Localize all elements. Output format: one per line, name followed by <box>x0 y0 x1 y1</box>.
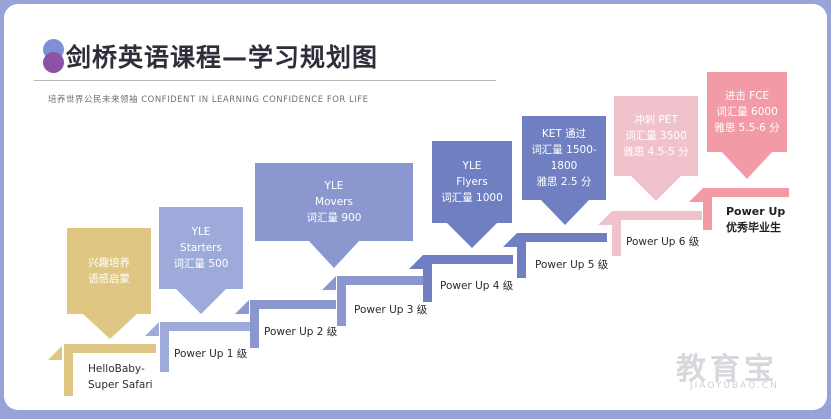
stage-box-2-line-1: YLE <box>191 226 211 238</box>
stair-riser-7 <box>612 211 621 256</box>
stage-box-2-line-3: 词汇量 500 <box>173 258 229 270</box>
final-stage-label-line-2: 优秀毕业生 <box>726 221 781 234</box>
stair-corner-1 <box>48 346 62 360</box>
stage-box-7-line-3: 雅思 5.5-6 分 <box>714 122 780 134</box>
stage-box-1: 兴趣培养 语感启蒙 <box>67 228 151 314</box>
stage-box-4-line-3: 词汇量 1000 <box>441 192 503 204</box>
stair-label-5: Power Up 4 级 <box>440 280 514 292</box>
stage-arrow-6 <box>630 175 682 201</box>
page-title: 剑桥英语课程—学习规划图 <box>66 43 379 72</box>
stage-box-6-line-1: 冲刺 PET <box>634 114 678 126</box>
stair-tread-1 <box>64 344 156 353</box>
stair-tread-5 <box>423 255 513 264</box>
stage-box-1-line-2: 语感启蒙 <box>88 273 130 285</box>
stair-label-1: HelloBaby- Super Safari <box>88 361 153 393</box>
stair-corner-6 <box>503 233 517 247</box>
stage-box-5-line-4: 雅思 2.5 分 <box>536 176 592 188</box>
stair-tread-7 <box>612 211 702 220</box>
stage-box-4-line-1: YLE <box>462 160 482 172</box>
stage-box-4: YLE Flyers 词汇量 1000 <box>432 141 512 223</box>
stair-tread-2 <box>160 322 250 331</box>
stair-corner-7 <box>598 211 612 225</box>
stage-box-3-line-1: YLE <box>324 180 344 192</box>
stair-riser-2 <box>160 322 169 372</box>
stair-tread-4 <box>337 276 423 285</box>
stair-corner-2 <box>145 322 159 336</box>
watermark-logo: 教育宝 <box>676 352 778 387</box>
stage-box-4-line-2: Flyers <box>456 176 488 188</box>
stage-box-5-line-2: 词汇量 1500- <box>531 144 597 156</box>
stair-riser-1 <box>64 344 73 396</box>
stair-label-1-line-2: Super Safari <box>88 379 153 391</box>
stage-box-3: YLE Movers 词汇量 900 <box>255 163 413 241</box>
stair-tread-8 <box>703 188 789 197</box>
stage-box-3-line-3: 词汇量 900 <box>306 212 362 224</box>
stage-box-7: 进击 FCE 词汇量 6000 雅思 5.5-6 分 <box>707 72 787 152</box>
final-stage-label-line-1: Power Up <box>726 205 786 218</box>
stair-label-7: Power Up 6 级 <box>626 236 700 248</box>
stage-box-5: KET 通过 词汇量 1500- 1800 雅思 2.5 分 <box>522 116 606 200</box>
stage-box-7-line-1: 进击 FCE <box>724 90 770 102</box>
stage-arrow-5 <box>540 199 590 225</box>
stair-riser-6 <box>517 233 526 278</box>
stair-corner-8 <box>689 188 703 202</box>
stair-riser-3 <box>250 300 259 348</box>
stage-box-2: YLE Starters 词汇量 500 <box>159 207 243 289</box>
stage-arrow-3 <box>308 240 360 268</box>
title-dot-purple <box>43 52 64 73</box>
stage-arrow-7 <box>721 151 773 179</box>
stage-box-6-line-3: 雅思 4.5-5 分 <box>623 146 689 158</box>
watermark-url: JIAOYUBAO.CN <box>690 381 779 391</box>
stage-arrow-2 <box>175 288 227 314</box>
stage-box-3-line-2: Movers <box>315 196 353 208</box>
stair-tread-3 <box>250 300 336 309</box>
final-stage-label: Power Up 优秀毕业生 <box>726 204 785 236</box>
stage-box-6-line-2: 词汇量 3500 <box>625 130 687 142</box>
stage-arrow-1 <box>82 313 138 339</box>
stage-box-2-line-2: Starters <box>180 242 222 254</box>
stair-corner-3 <box>235 300 249 314</box>
stair-label-2: Power Up 1 级 <box>174 348 248 360</box>
stair-tread-6 <box>517 233 607 242</box>
stair-label-3: Power Up 2 级 <box>264 326 338 338</box>
stage-box-5-line-3: 1800 <box>550 160 578 172</box>
stair-label-1-line-1: HelloBaby- <box>88 363 145 375</box>
stair-label-4: Power Up 3 级 <box>354 304 428 316</box>
plan-card: 剑桥英语课程—学习规划图 培养世界公民未来领袖 CONFIDENT IN LEA… <box>4 4 827 410</box>
stage-box-5-line-1: KET 通过 <box>541 128 587 140</box>
stair-riser-4 <box>337 276 346 326</box>
stair-corner-5 <box>409 255 423 269</box>
stair-corner-4 <box>322 276 336 290</box>
stair-label-6: Power Up 5 级 <box>535 259 609 271</box>
stage-box-6: 冲刺 PET 词汇量 3500 雅思 4.5-5 分 <box>614 96 698 176</box>
title-divider <box>34 80 496 81</box>
page-subtitle: 培养世界公民未来领袖 CONFIDENT IN LEARNING CONFIDE… <box>48 95 369 105</box>
stair-riser-5 <box>423 255 432 302</box>
stage-box-1-line-1: 兴趣培养 <box>88 257 130 269</box>
stage-arrow-4 <box>446 222 498 248</box>
stage-box-7-line-2: 词汇量 6000 <box>716 106 778 118</box>
stair-riser-8 <box>703 188 712 230</box>
